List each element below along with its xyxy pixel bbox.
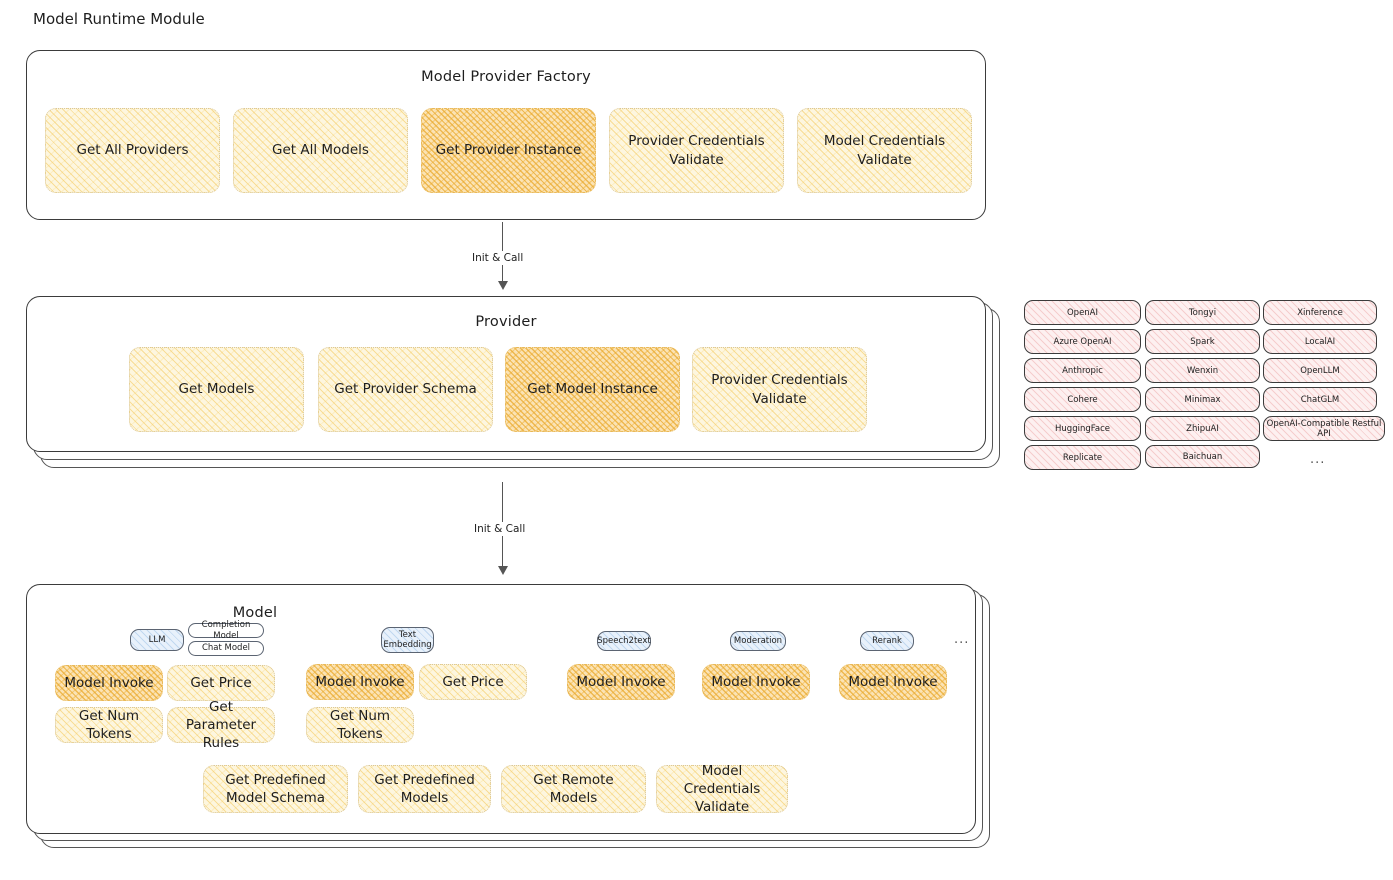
- factory-box-get-all-models[interactable]: Get All Models: [233, 108, 408, 193]
- model-text-embedding-box-model-invoke[interactable]: Model Invoke: [306, 664, 414, 700]
- model-type-badge-speech2text[interactable]: Speech2text: [597, 631, 651, 651]
- provider-pill-minimax[interactable]: Minimax: [1145, 387, 1260, 412]
- model-types-ellipsis: ...: [954, 632, 970, 647]
- provider-pill-replicate[interactable]: Replicate: [1024, 445, 1141, 470]
- provider-list-ellipsis: ...: [1310, 452, 1326, 467]
- factory-box-provider-credentials-validate[interactable]: Provider Credentials Validate: [609, 108, 784, 193]
- factory-box-get-provider-instance[interactable]: Get Provider Instance: [421, 108, 596, 193]
- arrow-provider-to-model-label: Init & Call: [470, 522, 530, 536]
- provider-pill-azure-openai[interactable]: Azure OpenAI: [1024, 329, 1141, 354]
- model-type-badge-moderation[interactable]: Moderation: [730, 631, 786, 651]
- model-text-embedding-box-get-price[interactable]: Get Price: [419, 664, 527, 700]
- provider-pill-openai-compatible-restful-api[interactable]: OpenAI-Compatible Restful API: [1263, 416, 1385, 441]
- provider-box-get-models[interactable]: Get Models: [129, 347, 304, 432]
- model-llm-box-get-price[interactable]: Get Price: [167, 665, 275, 701]
- provider-pill-xinference[interactable]: Xinference: [1263, 300, 1377, 325]
- model-llm-box-get-num-tokens[interactable]: Get Num Tokens: [55, 707, 163, 743]
- model-type-badge-llm[interactable]: LLM: [130, 629, 184, 651]
- model-common-box-model-credentials-validate[interactable]: Model Credentials Validate: [656, 763, 788, 815]
- model-common-box-get-predefined-model-schema[interactable]: Get Predefined Model Schema: [203, 765, 348, 813]
- provider-pill-baichuan[interactable]: Baichuan: [1145, 445, 1260, 468]
- factory-box-model-credentials-validate[interactable]: Model Credentials Validate: [797, 108, 972, 193]
- page-title: Model Runtime Module: [33, 10, 205, 28]
- model-llm-box-get-parameter-rules[interactable]: Get Parameter Rules: [167, 699, 275, 751]
- provider-pill-tongyi[interactable]: Tongyi: [1145, 300, 1260, 325]
- provider-pill-chatglm[interactable]: ChatGLM: [1263, 387, 1377, 412]
- provider-box-provider-credentials-validate[interactable]: Provider Credentials Validate: [692, 347, 867, 432]
- model-llm-box-model-invoke[interactable]: Model Invoke: [55, 665, 163, 701]
- provider-pill-openllm[interactable]: OpenLLM: [1263, 358, 1377, 383]
- model-speech2text-box-model-invoke[interactable]: Model Invoke: [567, 664, 675, 700]
- provider-pill-zhipuai[interactable]: ZhipuAI: [1145, 416, 1260, 441]
- model-title: Model: [232, 605, 278, 621]
- provider-pill-huggingface[interactable]: HuggingFace: [1024, 416, 1141, 441]
- model-text-embedding-box-get-num-tokens[interactable]: Get Num Tokens: [306, 707, 414, 743]
- arrow-factory-to-provider-label: Init & Call: [468, 251, 528, 265]
- factory-box-get-all-providers[interactable]: Get All Providers: [45, 108, 220, 193]
- model-type-badge-text-embedding[interactable]: Text Embedding: [381, 627, 434, 653]
- provider-pill-wenxin[interactable]: Wenxin: [1145, 358, 1260, 383]
- arrow-provider-to-model-head: [498, 566, 508, 575]
- provider-pill-anthropic[interactable]: Anthropic: [1024, 358, 1141, 383]
- model-subtype-badge-completion-model[interactable]: Completion Model: [188, 620, 264, 641]
- model-moderation-box-model-invoke[interactable]: Model Invoke: [702, 664, 810, 700]
- provider-box-get-model-instance[interactable]: Get Model Instance: [505, 347, 680, 432]
- provider-title: Provider: [475, 314, 537, 330]
- provider-pill-openai[interactable]: OpenAI: [1024, 300, 1141, 325]
- provider-card: Provider Get Models Get Provider Schema …: [26, 296, 986, 452]
- provider-pill-spark[interactable]: Spark: [1145, 329, 1260, 354]
- provider-box-get-provider-schema[interactable]: Get Provider Schema: [318, 347, 493, 432]
- model-common-box-get-remote-models[interactable]: Get Remote Models: [501, 765, 646, 813]
- model-type-badge-rerank[interactable]: Rerank: [860, 631, 914, 651]
- provider-pill-cohere[interactable]: Cohere: [1024, 387, 1141, 412]
- arrow-factory-to-provider-head: [498, 281, 508, 290]
- provider-pill-localai[interactable]: LocalAI: [1263, 329, 1377, 354]
- model-rerank-box-model-invoke[interactable]: Model Invoke: [839, 664, 947, 700]
- model-provider-factory-card: Model Provider Factory Get All Providers…: [26, 50, 986, 220]
- model-card: Model LLM Completion Model Chat Model Mo…: [26, 584, 976, 834]
- model-subtype-badge-chat-model[interactable]: Chat Model: [188, 641, 264, 656]
- model-common-box-get-predefined-models[interactable]: Get Predefined Models: [358, 765, 491, 813]
- factory-title: Model Provider Factory: [421, 69, 591, 85]
